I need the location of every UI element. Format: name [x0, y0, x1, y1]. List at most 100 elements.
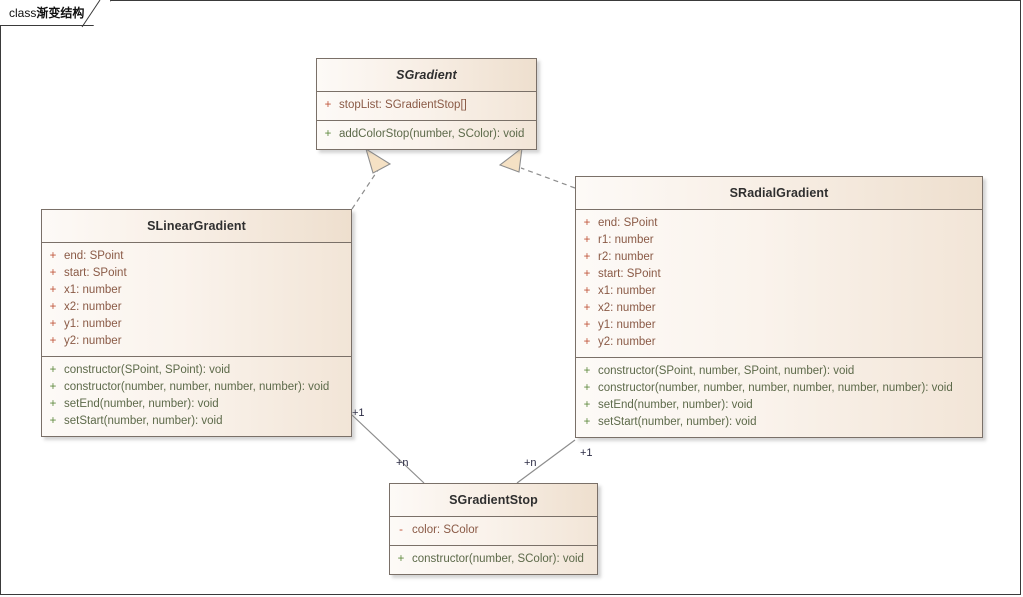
diagram-title-label: class渐变结构 — [9, 4, 84, 21]
visibility-marker: + — [397, 553, 405, 565]
attribute-row: + x2: number — [576, 300, 982, 317]
operation-row: + constructor(number, number, number, nu… — [42, 379, 351, 396]
operation-row: + addColorStop(number, SColor): void — [317, 126, 536, 143]
attribute-signature: r2: number — [598, 251, 654, 263]
visibility-marker: + — [583, 336, 591, 348]
visibility-marker: + — [583, 268, 591, 280]
visibility-marker: + — [583, 319, 591, 331]
operation-signature: constructor(number, SColor): void — [412, 553, 584, 565]
attribute-signature: y1: number — [64, 318, 122, 330]
attribute-row: + y2: number — [576, 334, 982, 351]
visibility-marker: + — [583, 217, 591, 229]
operations-compartment-sgradientstop: + constructor(number, SColor): void — [390, 546, 597, 574]
visibility-marker: + — [49, 381, 57, 393]
operations-compartment-sgradient: + addColorStop(number, SColor): void — [317, 121, 536, 149]
relationship-linear-realizes-gradient — [351, 147, 392, 210]
operation-row: + constructor(SPoint, SPoint): void — [42, 362, 351, 379]
class-header-slineargradient: SLinearGradient — [42, 210, 351, 243]
attributes-compartment-sgradient: + stopList: SGradientStop[] — [317, 92, 536, 121]
attribute-signature: r1: number — [598, 234, 654, 246]
class-box-sradialgradient[interactable]: SRadialGradient + end: SPoint + r1: numb… — [575, 176, 983, 438]
operation-signature: constructor(SPoint, SPoint): void — [64, 364, 231, 376]
attribute-row: + stopList: SGradientStop[] — [317, 97, 536, 114]
diagram-title-text: 渐变结构 — [36, 6, 85, 20]
visibility-marker: + — [49, 250, 57, 262]
visibility-marker: + — [583, 416, 591, 428]
class-box-slineargradient[interactable]: SLinearGradient + end: SPoint + start: S… — [41, 209, 352, 437]
attribute-signature: stopList: SGradientStop[] — [339, 99, 467, 111]
diagram-title-prefix: class — [9, 6, 37, 20]
visibility-marker: + — [49, 364, 57, 376]
attribute-signature: x2: number — [598, 302, 656, 314]
attribute-row: + start: SPoint — [576, 266, 982, 283]
attribute-row: + end: SPoint — [42, 248, 351, 265]
attribute-signature: start: SPoint — [64, 267, 127, 279]
class-header-sradialgradient: SRadialGradient — [576, 177, 982, 210]
hollow-triangle-arrowhead-linear — [365, 147, 392, 174]
attribute-signature: x2: number — [64, 301, 122, 313]
operation-signature: constructor(number, number, number, numb… — [598, 382, 953, 394]
operation-row: + setEnd(number, number): void — [576, 397, 982, 414]
visibility-marker: + — [583, 251, 591, 263]
operation-row: + constructor(SPoint, number, SPoint, nu… — [576, 363, 982, 380]
visibility-marker: + — [49, 267, 57, 279]
visibility-marker: + — [583, 365, 591, 377]
attribute-signature: y1: number — [598, 319, 656, 331]
attribute-row: + y1: number — [42, 316, 351, 333]
attributes-compartment-slineargradient: + end: SPoint + start: SPoint + x1: numb… — [42, 243, 351, 357]
attribute-row: - color: SColor — [390, 522, 597, 539]
visibility-marker: + — [324, 128, 332, 140]
operation-row: + setStart(number, number): void — [42, 413, 351, 430]
visibility-marker: + — [583, 382, 591, 394]
relationship-radial-realizes-gradient — [498, 146, 576, 189]
edge-label-linear-many: +n — [396, 457, 409, 469]
attribute-signature: x1: number — [598, 285, 656, 297]
class-box-sgradientstop[interactable]: SGradientStop - color: SColor + construc… — [389, 483, 598, 575]
attribute-signature: x1: number — [64, 284, 122, 296]
edge-label-radial-one: +1 — [580, 447, 593, 459]
operations-compartment-sradialgradient: + constructor(SPoint, number, SPoint, nu… — [576, 358, 982, 437]
operation-signature: setEnd(number, number): void — [64, 398, 219, 410]
visibility-marker: + — [583, 399, 591, 411]
operation-signature: constructor(SPoint, number, SPoint, numb… — [598, 365, 855, 377]
class-name-sgradientstop: SGradientStop — [449, 493, 538, 507]
operation-signature: setEnd(number, number): void — [598, 399, 753, 411]
operation-signature: addColorStop(number, SColor): void — [339, 128, 525, 140]
visibility-marker: + — [49, 335, 57, 347]
attribute-signature: end: SPoint — [598, 217, 658, 229]
edge-label-linear-one: +1 — [352, 407, 365, 419]
visibility-marker: + — [49, 398, 57, 410]
operation-signature: constructor(number, number, number, numb… — [64, 381, 330, 393]
attribute-row: + y2: number — [42, 333, 351, 350]
visibility-marker: + — [583, 302, 591, 314]
operation-row: + setStart(number, number): void — [576, 414, 982, 431]
class-name-slineargradient: SLinearGradient — [147, 219, 246, 233]
attribute-signature: start: SPoint — [598, 268, 661, 280]
class-header-sgradientstop: SGradientStop — [390, 484, 597, 517]
operation-signature: setStart(number, number): void — [598, 416, 757, 428]
class-name-sgradient: SGradient — [396, 68, 457, 82]
attributes-compartment-sgradientstop: - color: SColor — [390, 517, 597, 546]
attribute-signature: y2: number — [598, 336, 656, 348]
visibility-marker: + — [49, 415, 57, 427]
attribute-row: + y1: number — [576, 317, 982, 334]
edge-label-radial-many: +n — [524, 457, 537, 469]
operations-compartment-slineargradient: + constructor(SPoint, SPoint): void + co… — [42, 357, 351, 436]
association-line-linear-stop — [351, 414, 425, 484]
visibility-marker: + — [49, 284, 57, 296]
class-header-sgradient: SGradient — [317, 59, 536, 92]
attributes-compartment-sradialgradient: + end: SPoint + r1: number + r2: number … — [576, 210, 982, 358]
visibility-marker: + — [49, 301, 57, 313]
class-box-sgradient[interactable]: SGradient + stopList: SGradientStop[] + … — [316, 58, 537, 150]
attribute-row: + start: SPoint — [42, 265, 351, 282]
operation-signature: setStart(number, number): void — [64, 415, 223, 427]
attribute-row: + r1: number — [576, 232, 982, 249]
operation-row: + setEnd(number, number): void — [42, 396, 351, 413]
attribute-row: + r2: number — [576, 249, 982, 266]
attribute-row: + x1: number — [42, 282, 351, 299]
visibility-marker: + — [324, 99, 332, 111]
operation-row: + constructor(number, SColor): void — [390, 551, 597, 568]
realization-line-radial — [520, 167, 576, 189]
visibility-marker: + — [583, 285, 591, 297]
visibility-marker: - — [399, 524, 403, 536]
